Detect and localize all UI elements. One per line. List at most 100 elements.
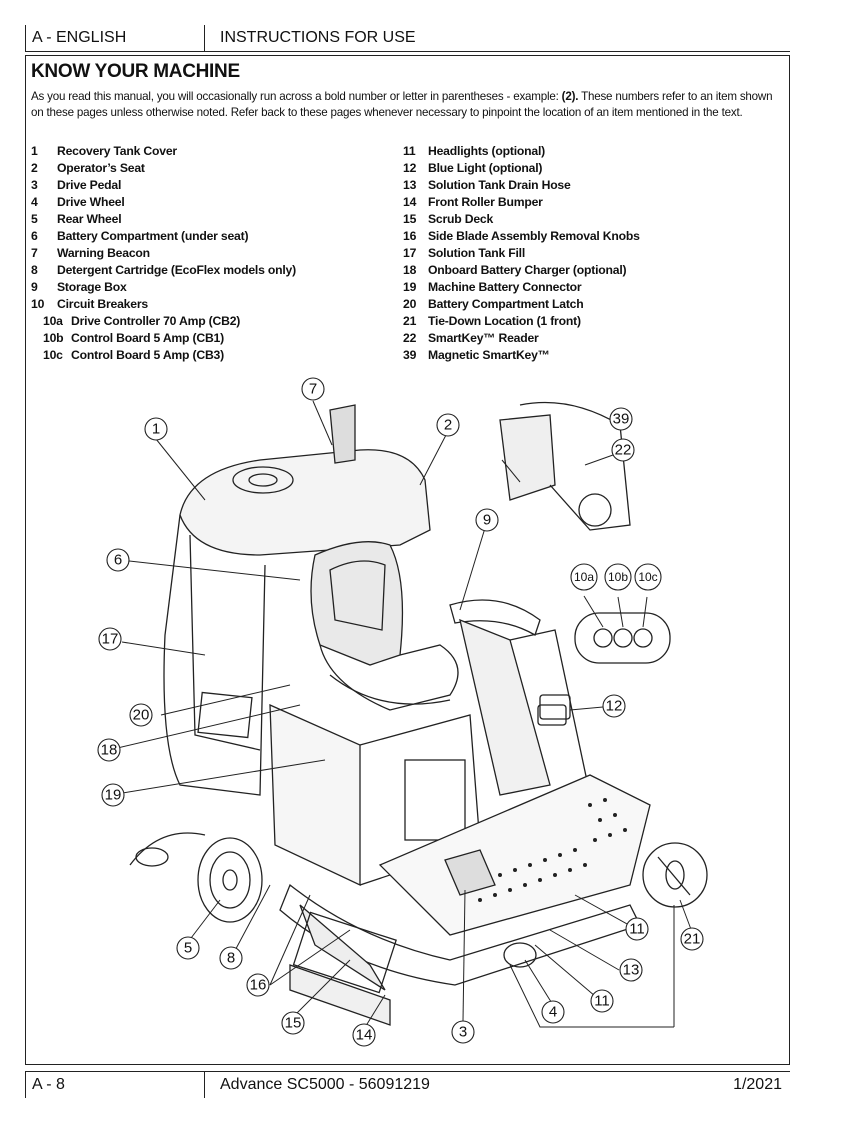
callout-10b: 10b: [604, 563, 632, 591]
callout-16: 16: [246, 973, 270, 997]
item-label: Drive Wheel: [57, 195, 125, 209]
item-label: Front Roller Bumper: [428, 195, 543, 209]
item-label: Control Board 5 Amp (CB1): [71, 331, 224, 345]
item-number: 13: [403, 178, 417, 192]
callout-label: 2: [444, 417, 452, 434]
item-number: 22: [403, 331, 417, 345]
callout-label: 6: [114, 552, 122, 569]
item-label: Rear Wheel: [57, 212, 122, 226]
callout-14: 14: [352, 1023, 376, 1047]
item-number: 10a: [43, 314, 63, 328]
item-label: Onboard Battery Charger (optional): [428, 263, 627, 277]
list-item: 4 Drive Wheel: [31, 194, 296, 211]
intro-part-1: As you read this manual, you will occasi…: [31, 90, 562, 103]
item-label: SmartKey™ Reader: [428, 331, 539, 345]
item-label: Circuit Breakers: [57, 297, 148, 311]
callout-label: 17: [102, 631, 119, 648]
callout-label: 7: [309, 381, 317, 398]
header-language: A - ENGLISH: [25, 25, 205, 51]
footer-page-number: A - 8: [25, 1072, 205, 1098]
callout-label: 5: [184, 940, 192, 957]
item-number: 7: [31, 246, 38, 260]
list-item: 18 Onboard Battery Charger (optional): [403, 262, 640, 279]
item-label: Scrub Deck: [428, 212, 494, 226]
page-title: KNOW YOUR MACHINE: [31, 61, 240, 82]
intro-paragraph: As you read this manual, you will occasi…: [31, 89, 786, 121]
list-item: 9 Storage Box: [31, 279, 296, 296]
callout-39: 39: [609, 407, 633, 431]
item-label: Blue Light (optional): [428, 161, 543, 175]
intro-example: (2).: [561, 90, 579, 103]
list-item: 22 SmartKey™ Reader: [403, 330, 640, 347]
content-frame: [25, 55, 790, 1065]
callout-6: 6: [106, 548, 130, 572]
callout-label: 18: [101, 742, 118, 759]
list-item: 7 Warning Beacon: [31, 245, 296, 262]
item-number: 10: [31, 297, 45, 311]
callout-7: 7: [301, 377, 325, 401]
list-item: 3 Drive Pedal: [31, 177, 296, 194]
callout-18: 18: [97, 738, 121, 762]
list-item: 14 Front Roller Bumper: [403, 194, 640, 211]
item-number: 21: [403, 314, 417, 328]
item-number: 9: [31, 280, 38, 294]
item-number: 10b: [43, 331, 64, 345]
callout-10a: 10a: [570, 563, 598, 591]
item-label: Magnetic SmartKey™: [428, 348, 550, 362]
item-label: Battery Compartment Latch: [428, 297, 584, 311]
callout-label: 39: [613, 411, 630, 428]
callout-15: 15: [281, 1011, 305, 1035]
item-number: 10c: [43, 348, 63, 362]
callout-label: 3: [459, 1024, 467, 1041]
callout-label: 22: [615, 442, 632, 459]
callout-8: 8: [219, 946, 243, 970]
item-label: Headlights (optional): [428, 144, 545, 158]
item-label: Storage Box: [57, 280, 127, 294]
item-label: Tie-Down Location (1 front): [428, 314, 581, 328]
item-label: Machine Battery Connector: [428, 280, 582, 294]
callout-12: 12: [602, 694, 626, 718]
callout-label: 21: [684, 931, 701, 948]
item-number: 16: [403, 229, 417, 243]
callout-10c: 10c: [634, 563, 662, 591]
item-number: 11: [403, 144, 416, 158]
item-number: 18: [403, 263, 417, 277]
callout-label: 16: [250, 977, 267, 994]
callout-label: 20: [133, 707, 150, 724]
item-number: 2: [31, 161, 38, 175]
item-label: Solution Tank Drain Hose: [428, 178, 571, 192]
item-label: Recovery Tank Cover: [57, 144, 177, 158]
list-item: 1 Recovery Tank Cover: [31, 143, 296, 160]
callout-label: 11: [629, 921, 645, 938]
callout-17: 17: [98, 627, 122, 651]
page-header: A - ENGLISH INSTRUCTIONS FOR USE: [25, 25, 790, 52]
page-footer: A - 8 Advance SC5000 - 56091219 1/2021: [25, 1071, 790, 1098]
callout-4: 4: [541, 1000, 565, 1024]
machine-diagram: 1 2 3 4 5 6 7 8 9 10a 10b 10c 11 11 12 1…: [97, 377, 708, 1047]
intro-part-2: These numbers refer to an item shown on …: [31, 90, 773, 119]
list-item: 10 Circuit Breakers: [31, 296, 296, 313]
item-label: Warning Beacon: [57, 246, 150, 260]
item-label: Drive Pedal: [57, 178, 122, 192]
item-number: 14: [403, 195, 417, 209]
callout-9: 9: [475, 508, 499, 532]
footer-model: Advance SC5000 - 56091219: [220, 1076, 430, 1093]
item-number: 3: [31, 178, 38, 192]
item-number: 1: [31, 144, 38, 158]
callout-label: 4: [549, 1004, 557, 1021]
callout-label: 12: [606, 698, 623, 715]
leader-lines: [108, 400, 693, 1030]
item-number: 4: [31, 195, 38, 209]
callout-label: 9: [483, 512, 491, 529]
